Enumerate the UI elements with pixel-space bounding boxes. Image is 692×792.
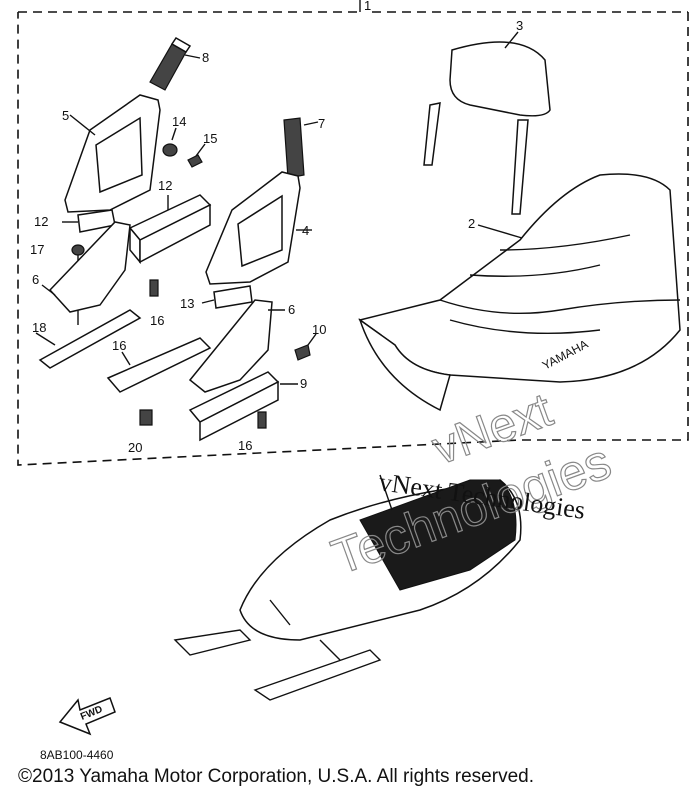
callout-20: 20	[128, 440, 142, 455]
callout-16-upper: 16	[150, 313, 164, 328]
part-plate-19: 18	[32, 309, 142, 369]
part-damper-12-left: 12	[34, 209, 116, 233]
copyright: ©2013 Yamaha Motor Corporation, U.S.A. A…	[18, 766, 534, 787]
callout-7: 6	[32, 272, 39, 287]
part-bracket-4: 4	[205, 171, 312, 285]
group-border	[17, 11, 689, 466]
part-bolt-16-lower: 16	[238, 411, 267, 453]
callout-10: 9	[300, 376, 307, 391]
callout-12-left: 12	[34, 214, 48, 229]
callout-8: 7	[318, 116, 325, 131]
part-backrest-3: 3	[423, 18, 551, 215]
callout-18: 16	[112, 338, 126, 353]
callout-14: 14	[172, 114, 186, 129]
callout-2: 2	[468, 216, 475, 231]
fwd-arrow: FWD	[58, 697, 116, 736]
callout-17: 17	[30, 242, 44, 257]
part-plate-18: 16	[106, 337, 212, 393]
callout-6: 6	[288, 302, 295, 317]
callout-19: 18	[32, 320, 46, 335]
part-grip-9: 8	[149, 37, 209, 91]
callout-12-right: 13	[180, 296, 194, 311]
callout-3: 3	[516, 18, 523, 33]
callout-16-lower: 16	[238, 438, 252, 453]
part-stay-7: 6	[32, 221, 131, 313]
part-code: 8AB100-4460	[40, 748, 114, 762]
part-bolt-20: 20	[128, 409, 153, 455]
highlighted-seat	[359, 479, 517, 591]
part-nut-14: 14	[162, 114, 186, 157]
part-bracket-5: 5	[62, 94, 161, 213]
part-spacer-11: 12	[128, 178, 212, 265]
part-bolt-13: 10	[294, 322, 326, 361]
part-bolt-16-upper: 16	[149, 279, 164, 328]
callout-15: 15	[203, 131, 217, 146]
part-damper-12-right: 13	[180, 285, 253, 311]
snowmobile-overview	[173, 474, 522, 701]
part-stay-6: 6	[188, 299, 295, 393]
part-grip-8: 7	[283, 116, 325, 179]
callout-13: 10	[312, 322, 326, 337]
part-bolt-15: 15	[187, 131, 217, 168]
part-spacer-10: 9	[188, 371, 307, 442]
callout-9: 8	[202, 50, 209, 65]
callout-1: 1	[364, 0, 371, 13]
callout-11: 12	[158, 178, 172, 193]
part-seat-2: YAMAHA 2	[358, 173, 681, 412]
callout-4: 4	[302, 223, 309, 238]
callout-5: 5	[62, 108, 69, 123]
